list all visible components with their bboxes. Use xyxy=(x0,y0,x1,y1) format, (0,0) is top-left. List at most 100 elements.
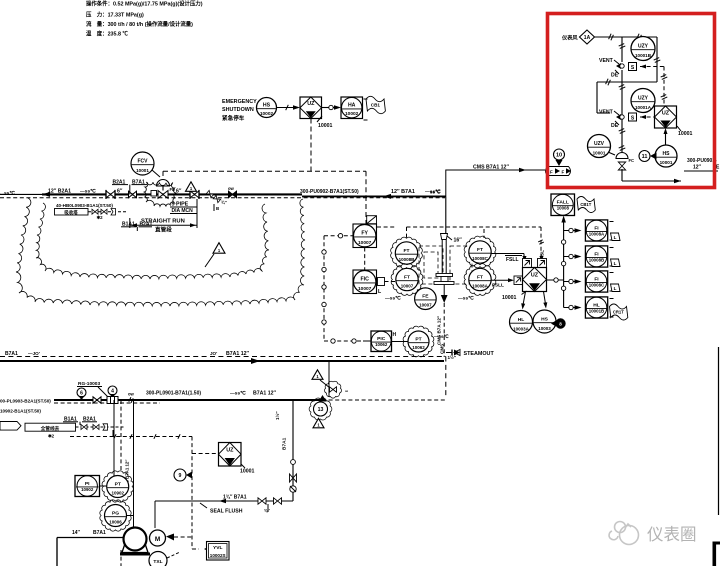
svg-text:ow: ow xyxy=(228,186,235,191)
svg-text:FT: FT xyxy=(404,274,410,280)
svg-text:DIA MCN: DIA MCN xyxy=(172,208,194,214)
svg-text:1¾″ B7A1: 1¾″ B7A1 xyxy=(223,494,247,501)
svg-text:FIC: FIC xyxy=(361,277,370,283)
svg-text:PT: PT xyxy=(415,336,421,342)
svg-text:10902: 10902 xyxy=(81,487,94,492)
svg-text:10001: 10001 xyxy=(660,160,673,165)
svg-text:1: 1 xyxy=(316,374,319,379)
svg-text:6″: 6″ xyxy=(117,189,123,195)
svg-text:FSLL: FSLL xyxy=(506,257,519,263)
svg-text:✱2: ✱2 xyxy=(48,434,55,439)
svg-text:流 量：300 t/h / 80 t/h (操作流量/设计流: 流 量：300 t/h / 80 t/h (操作流量/设计流量) xyxy=(86,20,193,28)
svg-text:L: L xyxy=(378,289,382,295)
svg-text:—JO′: —JO′ xyxy=(28,351,41,356)
svg-text:B2A1: B2A1 xyxy=(113,179,126,185)
svg-text:B2A1: B2A1 xyxy=(83,417,96,423)
svg-text:吸收塔: 吸收塔 xyxy=(64,209,78,216)
svg-text:FC: FC xyxy=(629,158,635,163)
svg-text:VENT: VENT xyxy=(599,110,614,116)
svg-text:ow: ow xyxy=(128,392,135,397)
svg-text:FI: FI xyxy=(594,251,599,257)
svg-text:S: S xyxy=(631,116,635,122)
svg-text:10001: 10001 xyxy=(678,131,693,137)
svg-text:UZY: UZY xyxy=(638,95,649,101)
svg-text:SEAL FLUSH: SEAL FLUSH xyxy=(210,509,243,515)
svg-text:10003: 10003 xyxy=(538,326,551,331)
svg-text:...ss℃: ...ss℃ xyxy=(0,190,15,197)
svg-text:B: B xyxy=(216,206,219,211)
svg-text:10008A: 10008A xyxy=(472,284,489,289)
svg-text:DE: DE xyxy=(611,73,619,79)
svg-text:—ss℃: —ss℃ xyxy=(434,333,450,339)
svg-text:ss℃: ss℃ xyxy=(430,189,441,195)
svg-text:CB1: CB1 xyxy=(371,102,381,107)
svg-text:300-PU0902-B7A1(ST.50): 300-PU0902-B7A1(ST.50) xyxy=(300,189,359,195)
svg-text:40-HB0L0903-B1A1(ST.50): 40-HB0L0903-B1A1(ST.50) xyxy=(56,203,113,208)
svg-text:14″: 14″ xyxy=(72,530,81,536)
svg-text:FT: FT xyxy=(404,248,410,254)
svg-text:13: 13 xyxy=(318,407,324,413)
svg-text:FALL: FALL xyxy=(557,200,569,206)
svg-text:10002: 10002 xyxy=(260,111,274,117)
svg-text:6: 6 xyxy=(80,390,83,396)
svg-text:—ss℃: —ss℃ xyxy=(425,188,441,195)
svg-text:F: F xyxy=(550,170,553,175)
svg-text:12″: 12″ xyxy=(693,165,702,171)
svg-text:—ss℃: —ss℃ xyxy=(230,390,246,397)
svg-text:PI: PI xyxy=(85,481,90,487)
svg-text:10: 10 xyxy=(556,152,562,158)
svg-text:H: H xyxy=(393,332,397,338)
svg-text:STRAIGHT RUN: STRAIGHT RUN xyxy=(141,219,185,225)
svg-text:HL: HL xyxy=(518,317,525,323)
svg-text:HS: HS xyxy=(263,102,271,108)
svg-text:紧急停车: 紧急停车 xyxy=(222,114,245,122)
svg-text:10001: 10001 xyxy=(593,150,606,155)
svg-text:CMS: CMS xyxy=(440,344,445,354)
svg-text:10007: 10007 xyxy=(401,284,414,289)
svg-text:10006: 10006 xyxy=(109,520,122,525)
svg-text:—ss℃: —ss℃ xyxy=(80,188,96,195)
svg-text:FSL: FSL xyxy=(540,250,546,259)
svg-text:B7A1: B7A1 xyxy=(282,437,288,450)
svg-text:⅜″: ⅜″ xyxy=(264,508,271,513)
svg-text:10008B: 10008B xyxy=(399,257,416,262)
svg-text:CR1T: CR1T xyxy=(613,309,624,314)
svg-text:10001: 10001 xyxy=(318,123,333,129)
svg-text:—ss℃: —ss℃ xyxy=(458,295,474,302)
svg-text:SHUTDOWN: SHUTDOWN xyxy=(222,107,254,113)
svg-text:10008: 10008 xyxy=(557,206,570,211)
svg-text:10001: 10001 xyxy=(136,168,149,173)
svg-text:FCV: FCV xyxy=(138,158,149,164)
svg-text:DE: DE xyxy=(611,123,619,129)
svg-text:STEAMOUT: STEAMOUT xyxy=(464,351,495,357)
svg-text:B7A1 12″: B7A1 12″ xyxy=(226,351,249,357)
svg-text:10007: 10007 xyxy=(358,240,372,246)
svg-text:仪表风: 仪表风 xyxy=(561,34,578,42)
svg-text:FI: FI xyxy=(594,276,599,282)
svg-text:10003A: 10003A xyxy=(513,326,530,331)
svg-text:10008B: 10008B xyxy=(589,257,604,262)
svg-text:10007: 10007 xyxy=(419,303,432,308)
svg-text:UZ: UZ xyxy=(307,101,315,107)
svg-text:S: S xyxy=(631,65,635,71)
svg-text:UZY: UZY xyxy=(638,43,649,49)
svg-text:CB1T: CB1T xyxy=(580,202,591,207)
svg-text:12″ B2A1: 12″ B2A1 xyxy=(48,189,71,195)
svg-text:VENT: VENT xyxy=(599,58,614,64)
svg-text:B7A1: B7A1 xyxy=(132,179,145,185)
svg-text:10008C: 10008C xyxy=(472,256,489,261)
svg-text:5 PIPE: 5 PIPE xyxy=(172,202,189,208)
svg-text:1½″: 1½″ xyxy=(274,411,280,420)
svg-text:10001B: 10001B xyxy=(635,53,652,58)
svg-text:E: E xyxy=(716,165,720,171)
svg-text:L: L xyxy=(614,286,617,291)
svg-text:10062: 10062 xyxy=(412,345,425,350)
svg-text:PIC: PIC xyxy=(377,336,386,342)
svg-text:压 力：17.33T MPa(g): 压 力：17.33T MPa(g) xyxy=(86,11,144,19)
svg-text:1: 1 xyxy=(190,186,193,191)
svg-text:300-PL0901-B7A1(1.50): 300-PL0901-B7A1(1.50) xyxy=(146,391,201,397)
svg-text:FY: FY xyxy=(361,231,368,237)
svg-text:6″: 6″ xyxy=(176,189,182,195)
svg-text:B1A1: B1A1 xyxy=(64,417,77,423)
svg-text:∞: ∞ xyxy=(345,389,348,394)
